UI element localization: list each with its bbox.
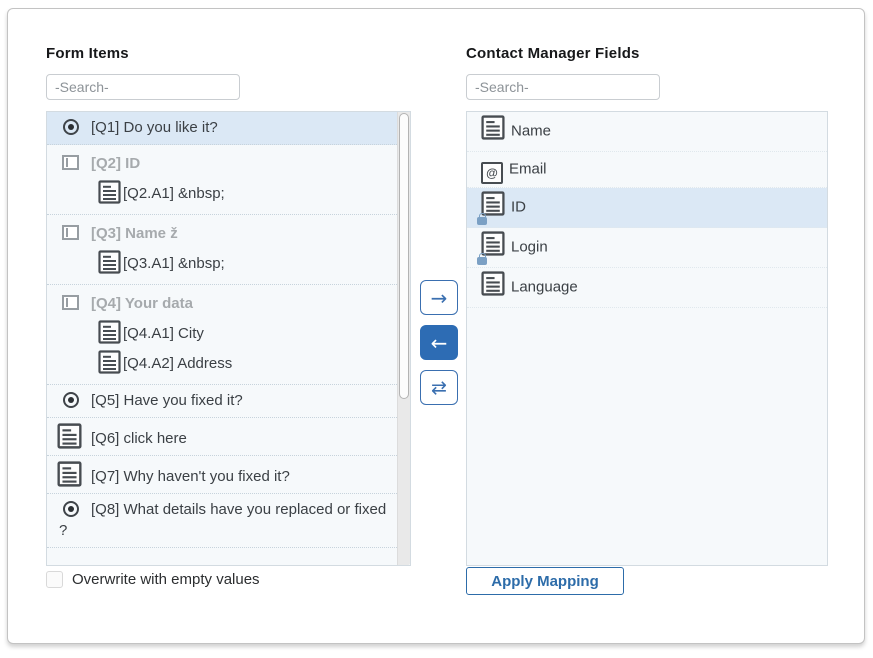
contact-manager-fields-title: Contact Manager Fields — [466, 45, 640, 62]
list-item-q4[interactable]: [Q4] Your data — [47, 289, 397, 317]
list-item-label: [Q2] ID — [91, 155, 141, 172]
field-item-label: ID — [511, 198, 526, 216]
swap-button[interactable]: ⇄ — [420, 370, 458, 405]
list-group-q2: [Q2] ID [Q2.A1] &nbsp; — [47, 145, 397, 215]
radio-icon — [63, 501, 79, 517]
contact-fields-search-input[interactable] — [466, 74, 660, 100]
lock-icon — [477, 213, 487, 225]
text-icon — [57, 461, 82, 487]
list-item-label: [Q1] Do you like it? — [91, 119, 218, 136]
contact-fields-list: Name Email ID Login Language — [466, 111, 828, 566]
list-item-label: [Q4] Your data — [91, 295, 193, 312]
form-items-title: Form Items — [46, 45, 129, 62]
list-group-q4: [Q4] Your data [Q4.A1] City [Q4.A2] Addr… — [47, 285, 397, 385]
field-item-label: Language — [511, 278, 578, 296]
radio-icon — [63, 119, 79, 135]
list-item-q6[interactable]: [Q6] click here — [47, 418, 397, 456]
list-item-label: [Q8] What details have you replaced or f… — [59, 501, 387, 539]
list-item-label: [Q7] Why haven't you fixed it? — [91, 468, 290, 485]
text-icon — [98, 250, 121, 274]
field-item-name[interactable]: Name — [467, 112, 827, 152]
text-icon — [98, 180, 121, 204]
list-item-q4a2[interactable]: [Q4.A2] Address — [47, 347, 397, 377]
field-item-email[interactable]: Email — [467, 152, 827, 188]
move-left-button[interactable]: ← — [420, 325, 458, 360]
arrow-right-icon: → — [430, 285, 448, 310]
text-icon — [57, 423, 82, 449]
swap-arrows-icon: ⇄ — [431, 376, 447, 399]
list-item-q2a1[interactable]: [Q2.A1] &nbsp; — [47, 177, 397, 207]
overwrite-option: Overwrite with empty values — [46, 571, 260, 588]
arrow-left-icon: ← — [430, 330, 448, 355]
list-group-q3: [Q3] Name ž [Q3.A1] &nbsp; — [47, 215, 397, 285]
mapping-dialog: Form Items [Q1] Do you like it? [Q2] ID … — [7, 8, 865, 644]
scrollbar-thumb[interactable] — [399, 113, 409, 399]
matrix-question-icon — [62, 295, 79, 310]
list-item-q2[interactable]: [Q2] ID — [47, 149, 397, 177]
field-item-language[interactable]: Language — [467, 268, 827, 308]
text-lock-icon — [477, 191, 505, 225]
form-items-search-input[interactable] — [46, 74, 240, 100]
field-item-label: Login — [511, 238, 548, 256]
list-item-label: [Q4.A2] Address — [123, 355, 233, 372]
matrix-question-icon — [62, 155, 79, 170]
list-item-label: [Q2.A1] &nbsp; — [123, 185, 225, 202]
text-icon — [98, 320, 121, 344]
list-item-label: [Q3.A1] &nbsp; — [123, 255, 225, 272]
list-item-q7[interactable]: [Q7] Why haven't you fixed it? — [47, 456, 397, 494]
text-icon — [481, 115, 505, 148]
text-icon — [98, 350, 121, 374]
list-item-label: [Q5] Have you fixed it? — [91, 392, 243, 409]
lock-icon — [477, 253, 487, 265]
list-item-q8[interactable]: [Q8] What details have you replaced or f… — [47, 494, 397, 548]
matrix-question-icon — [62, 225, 79, 240]
list-item-q4a1[interactable]: [Q4.A1] City — [47, 317, 397, 347]
list-item-q1[interactable]: [Q1] Do you like it? — [47, 112, 397, 145]
email-icon — [481, 155, 503, 184]
list-item-q3a1[interactable]: [Q3.A1] &nbsp; — [47, 247, 397, 277]
list-item-label: [Q3] Name ž — [91, 225, 178, 242]
list-item-q3[interactable]: [Q3] Name ž — [47, 219, 397, 247]
overwrite-checkbox[interactable] — [46, 571, 63, 588]
form-items-list: [Q1] Do you like it? [Q2] ID [Q2.A1] &nb… — [46, 111, 411, 566]
radio-icon — [63, 392, 79, 408]
list-item-label: [Q4.A1] City — [123, 325, 204, 342]
field-item-label: Email — [509, 160, 547, 178]
text-icon — [481, 271, 505, 304]
list-item-q5[interactable]: [Q5] Have you fixed it? — [47, 385, 397, 418]
scrollbar-track[interactable] — [397, 112, 410, 565]
list-item-label: [Q6] click here — [91, 430, 187, 447]
field-item-login[interactable]: Login — [467, 228, 827, 268]
overwrite-label: Overwrite with empty values — [72, 571, 260, 588]
apply-mapping-button[interactable]: Apply Mapping — [466, 567, 624, 595]
field-item-id[interactable]: ID — [467, 188, 827, 228]
text-lock-icon — [477, 231, 505, 265]
form-items-scroll-area: [Q1] Do you like it? [Q2] ID [Q2.A1] &nb… — [47, 112, 397, 565]
move-right-button[interactable]: → — [420, 280, 458, 315]
field-item-label: Name — [511, 122, 552, 140]
